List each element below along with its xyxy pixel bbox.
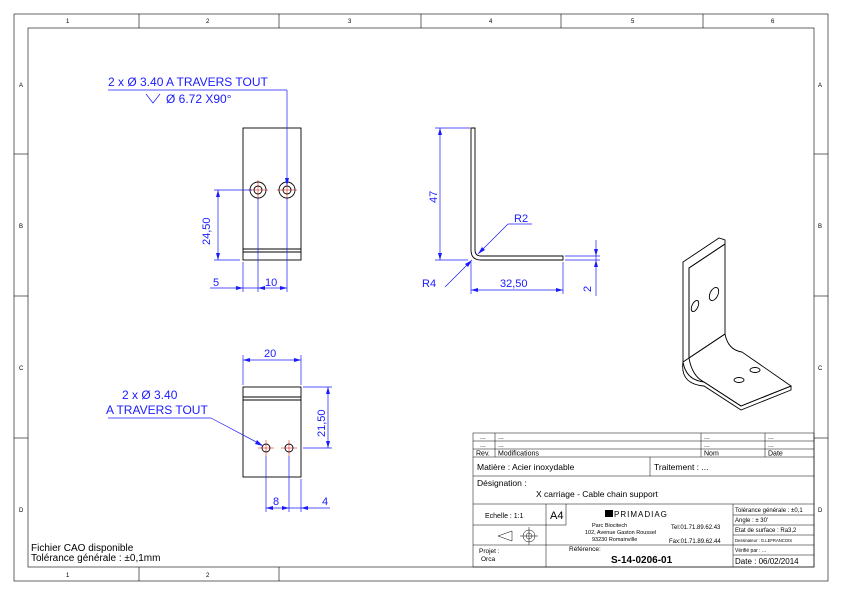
dim-21-50: 21,50 [316, 409, 328, 437]
cad-file-note: Fichier CAO disponible [31, 543, 134, 554]
row-label-left: D [19, 508, 24, 514]
verified-by: Vérifié par : ... [735, 548, 766, 554]
surface-finish: Etat de surface : Ra3,2 [735, 528, 797, 534]
company-logo: PRIMADIAG [605, 510, 668, 519]
tolerance-generale: Tolérance générale : ±0,1 [735, 508, 803, 514]
dim-20: 20 [264, 348, 276, 360]
col-label-top: 6 [771, 19, 775, 25]
col-label-bottom: 1 [66, 573, 70, 579]
row-label-right: A [818, 83, 822, 89]
col-label-top: 5 [631, 19, 635, 25]
rev-row-1-nom: ... [704, 434, 710, 441]
zone-ticks [14, 14, 828, 581]
dim-47: 47 [428, 191, 440, 203]
bottom-view: 2 x Ø 3.40 A TRAVERS TOUT 20 21,50 8 4 [106, 348, 332, 512]
isometric-view [682, 237, 792, 411]
phone: Tel:01.71.89.62.43 [671, 525, 721, 531]
title-block: ... ... ... ... ... ... ... ... Rev. Mod… [472, 432, 815, 568]
hole-callout-top-line1: 2 x Ø 3.40 A TRAVERS TOUT [108, 75, 269, 89]
matiere: Matière : Acier inoxydable [477, 462, 575, 472]
col-label-top: 4 [489, 19, 493, 25]
col-label-top: 1 [66, 19, 70, 25]
zone-labels: 1 2 3 4 5 6 1 2 A B C D A B C D [19, 19, 823, 579]
col-label-top: 3 [348, 19, 352, 25]
address-line-2: 102, Avenue Gaston Roussel [585, 530, 656, 536]
dim-4: 4 [322, 496, 328, 508]
front-view: 2 x Ø 3.40 A TRAVERS TOUT Ø 6.72 X90° 24… [108, 75, 302, 292]
dim-24-50: 24,50 [201, 217, 213, 245]
dim-r2: R2 [514, 213, 528, 225]
row-label-left: B [19, 224, 23, 230]
reference-number: S-14-0206-01 [611, 555, 673, 566]
echelle: Echelle : 1:1 [485, 513, 524, 520]
traitement: Traitement : ... [654, 462, 708, 472]
row-label-left: C [19, 366, 24, 372]
general-tolerance-note: Tolérance générale : ±0,1mm [31, 553, 160, 564]
company-name: PRIMADIAG [614, 510, 668, 519]
row-label-right: D [818, 508, 823, 514]
rev-row-2-rev: ... [480, 442, 486, 449]
designation: X carriage - Cable chain support [536, 489, 659, 499]
nom-header: Nom [704, 451, 719, 458]
side-view: 47 R2 R4 32,50 2 [422, 127, 600, 296]
angle-tolerance: Angle : ± 30' [735, 518, 768, 524]
address-line-3: 93230 Romainville [592, 537, 637, 543]
dim-5: 5 [213, 277, 219, 289]
row-label-left: A [19, 83, 23, 89]
hole-callout-top-line2: Ø 6.72 X90° [166, 92, 232, 106]
drafter: Dessinateur : G.LEFRANCOIS [735, 538, 792, 543]
rev-row-2-mod: ... [498, 442, 504, 449]
rev-row-1-rev: ... [480, 434, 486, 441]
col-label-top: 2 [206, 19, 210, 25]
hole-callout-bottom-line2: A TRAVERS TOUT [106, 403, 208, 417]
dim-10: 10 [265, 277, 277, 289]
drawing-date: Date : 06/02/2014 [735, 557, 799, 566]
dim-32-50: 32,50 [500, 278, 528, 290]
inner-frame [27, 27, 815, 568]
row-label-right: B [818, 224, 822, 230]
dim-2: 2 [582, 286, 594, 292]
date-header: Date [768, 451, 783, 458]
rev-header: Rev. [476, 451, 490, 458]
address-line-1: Parc Biocitech [592, 523, 627, 529]
format: A4 [550, 510, 563, 522]
hole-callout-bottom-line1: 2 x Ø 3.40 [122, 388, 178, 402]
modifications-header: Modifications [498, 451, 539, 458]
projection-symbol-icon [497, 527, 538, 545]
rev-row-1-mod: ... [498, 434, 504, 441]
rev-row-1-date: ... [768, 434, 774, 441]
reference-label: Référence: [569, 546, 601, 553]
project-name: Orca [481, 556, 495, 563]
outer-frame [13, 13, 829, 582]
col-label-bottom: 2 [206, 573, 210, 579]
dim-r4: R4 [422, 278, 436, 290]
row-label-right: C [818, 366, 823, 372]
dim-8: 8 [273, 496, 279, 508]
designation-label: Désignation : [477, 478, 527, 488]
rev-row-2-nom: ... [704, 442, 710, 449]
project-label: Projet : [479, 548, 500, 555]
rev-row-2-date: ... [768, 442, 774, 449]
fax: Fax:01.71.89.62.44 [669, 539, 721, 545]
